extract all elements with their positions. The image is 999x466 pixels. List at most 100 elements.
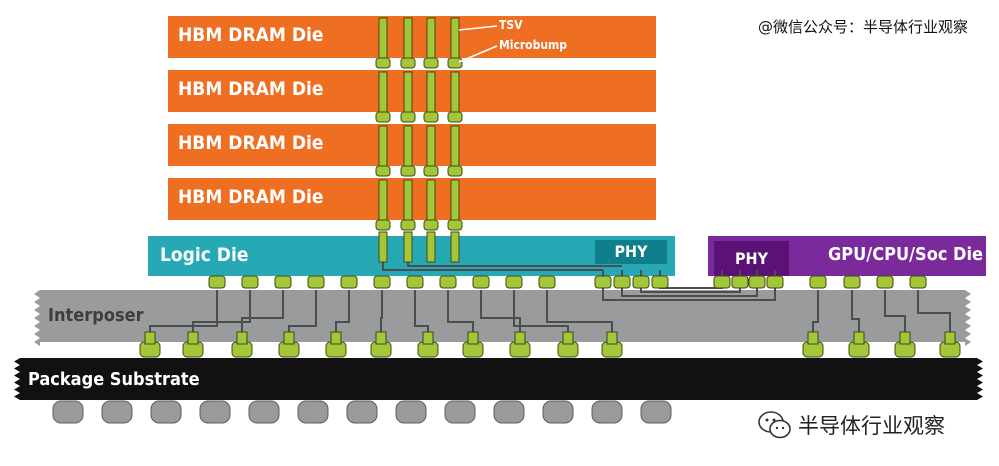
solder-ball [248, 400, 280, 424]
logic-die-trace [407, 262, 622, 267]
microbump [423, 165, 439, 177]
microbump [613, 275, 631, 289]
solder-ball [444, 400, 476, 424]
wechat-logo-icon [758, 411, 791, 439]
interposer-trace [241, 290, 284, 346]
microbump [505, 275, 523, 289]
c4-pillar [422, 331, 434, 345]
tsv [378, 125, 388, 167]
microbump [373, 275, 391, 289]
tsv [450, 231, 460, 263]
microbump [241, 275, 259, 289]
hbm-dram-die-label: HBM DRAM Die [178, 186, 324, 208]
microbump [472, 275, 490, 289]
interposer-trace [884, 290, 906, 346]
logic-die-trace [382, 262, 603, 271]
c4-pillar [330, 331, 342, 345]
callout-leaders [458, 25, 498, 63]
microbump [632, 275, 650, 289]
tsv [450, 71, 460, 113]
microbump [423, 57, 439, 69]
c4-pillar [944, 331, 956, 345]
interposer-edge-pattern [14, 290, 983, 400]
interposer-traces [149, 262, 951, 346]
microbump [340, 275, 358, 289]
substrate-edge [14, 358, 20, 400]
solder-ball [591, 400, 623, 424]
watermark-top: @微信公众号：半导体行业观察 [758, 18, 969, 36]
solder-ball [542, 400, 574, 424]
c4-pillar [807, 331, 819, 345]
tsv [403, 179, 413, 221]
c4-pillar [187, 331, 199, 345]
tsv [403, 71, 413, 113]
solder-ball [101, 400, 133, 424]
processor-die-phy: PHY [714, 241, 789, 276]
c4-pillar [236, 331, 248, 345]
logic-die-label: Logic Die [160, 244, 249, 266]
c4-pillar [562, 331, 574, 345]
solder-ball [493, 400, 525, 424]
solder-ball [395, 400, 427, 424]
hbm-dram-die-label: HBM DRAM Die [178, 78, 324, 100]
package-substrate-label: Package Substrate [28, 369, 200, 390]
microbump [538, 275, 556, 289]
tsv [426, 179, 436, 221]
microbump-array [139, 57, 961, 358]
microbump [400, 219, 416, 231]
c4-pillar [514, 331, 526, 345]
microbump [375, 219, 391, 231]
c4-pillar [899, 331, 911, 345]
microbump-callout: Microbump [499, 38, 567, 52]
microbump [375, 165, 391, 177]
microbump [447, 165, 463, 177]
c4-pillar [283, 331, 295, 345]
interposer-edge [965, 290, 971, 346]
tsv [378, 71, 388, 113]
tsv [426, 231, 436, 263]
tsv [378, 179, 388, 221]
c4-pillar [375, 331, 387, 345]
tsv [450, 17, 460, 59]
package-substrate [20, 358, 977, 400]
microbump [594, 275, 612, 289]
microbump [651, 275, 669, 289]
processor-die-label: GPU/CPU/Soc Die [828, 244, 984, 265]
microbump [439, 275, 457, 289]
microbump [713, 275, 731, 289]
microbump [375, 111, 391, 123]
interposer-trace [917, 290, 951, 346]
microbump [400, 57, 416, 69]
c4-pillar [144, 331, 156, 345]
microbump [843, 275, 861, 289]
hbm-dram-die-label: HBM DRAM Die [178, 24, 324, 46]
c4-pillar [606, 331, 618, 345]
solder-ball [346, 400, 378, 424]
microbump [208, 275, 226, 289]
microbump [748, 275, 766, 289]
microbump [447, 219, 463, 231]
solder-ball [640, 400, 672, 424]
tsv [426, 125, 436, 167]
tsv [403, 125, 413, 167]
tsv [426, 71, 436, 113]
microbump [375, 57, 391, 69]
interposer-label: Interposer [48, 305, 144, 326]
microbump [400, 111, 416, 123]
logic-die-phy: PHY [595, 240, 667, 264]
tsv [378, 17, 388, 59]
microbump [731, 275, 749, 289]
tsv [426, 17, 436, 59]
tsv [403, 17, 413, 59]
microbump [423, 219, 439, 231]
tsv [450, 125, 460, 167]
microbump [909, 275, 927, 289]
solder-ball [297, 400, 329, 424]
c4-pillar [467, 331, 479, 345]
watermark-bottom: 半导体行业观察 [798, 414, 945, 438]
interposer-trace [149, 290, 218, 346]
tsv-callout: TSV [499, 18, 523, 32]
c4-pillar [853, 331, 865, 345]
microbump [307, 275, 325, 289]
